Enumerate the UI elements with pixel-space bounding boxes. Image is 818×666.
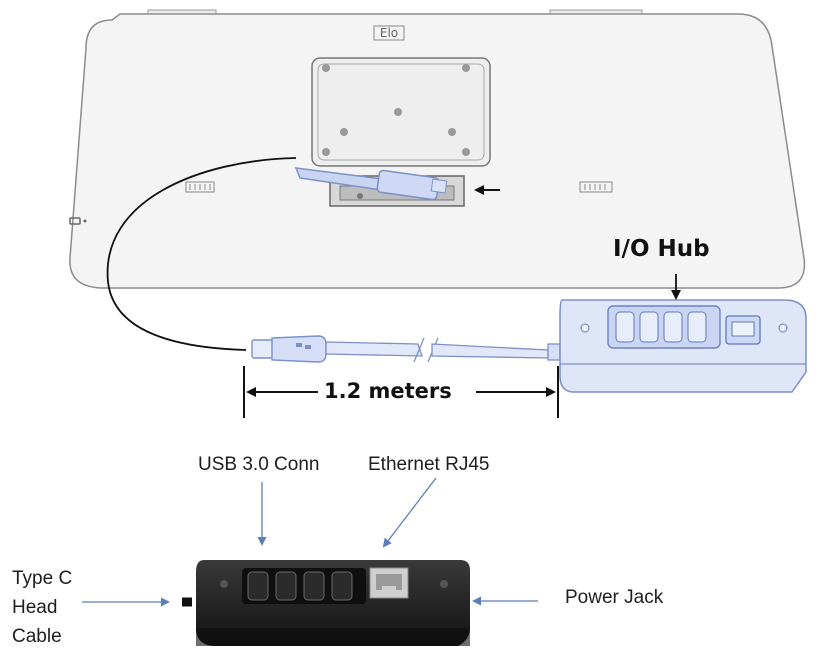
usb-conn-label: USB 3.0 Conn — [198, 454, 320, 475]
usb-cable — [251, 335, 561, 363]
cable-length-dimension — [243, 366, 559, 418]
io-hub-top — [559, 299, 807, 393]
speaker-grill-left — [185, 181, 215, 193]
monitor-back: Elo — [69, 9, 806, 289]
io-hub-photo — [182, 560, 470, 646]
type-c-label-line-2: Head — [12, 597, 58, 618]
type-c-label-line-3: Cable — [12, 626, 62, 647]
type-c-plug-inserted — [294, 167, 448, 201]
type-c-label: Type C Head Cable — [12, 564, 72, 651]
cable-length-label: 1.2 meters — [324, 379, 452, 403]
cable-route-curve — [106, 157, 297, 351]
ethernet-label: Ethernet RJ45 — [368, 454, 490, 475]
vesa-mount-plate — [311, 57, 491, 167]
side-indicator — [69, 217, 81, 225]
type-c-label-line-1: Type C — [12, 568, 73, 589]
monitor-logo: Elo — [380, 26, 398, 40]
io-hub-label: I/O Hub — [613, 236, 710, 262]
ethernet-callout-arrow — [382, 477, 437, 548]
power-jack-label: Power Jack — [565, 587, 664, 608]
speaker-grill-right — [579, 181, 613, 193]
